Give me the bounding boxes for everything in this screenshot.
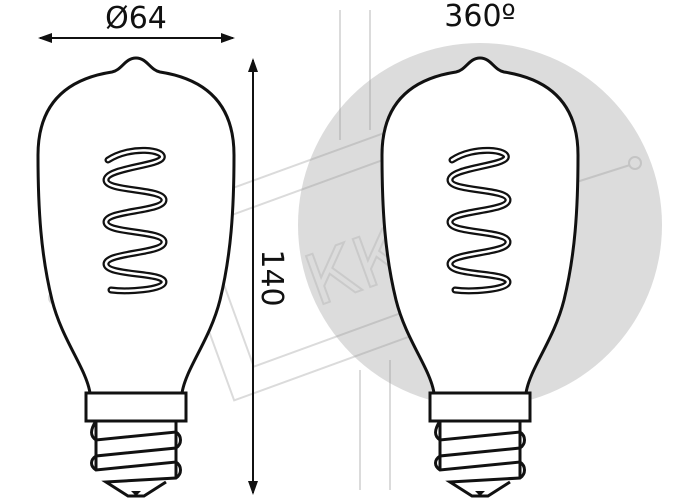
height-label: 140 [254, 249, 289, 306]
height-dimension: 140 [248, 58, 289, 495]
diameter-dimension: Ø64 [38, 1, 235, 43]
bulb-beam-view [382, 58, 578, 496]
bulb-front-view [38, 58, 234, 496]
beam-angle-label: 360º [444, 0, 515, 34]
diameter-label: Ø64 [105, 1, 167, 36]
